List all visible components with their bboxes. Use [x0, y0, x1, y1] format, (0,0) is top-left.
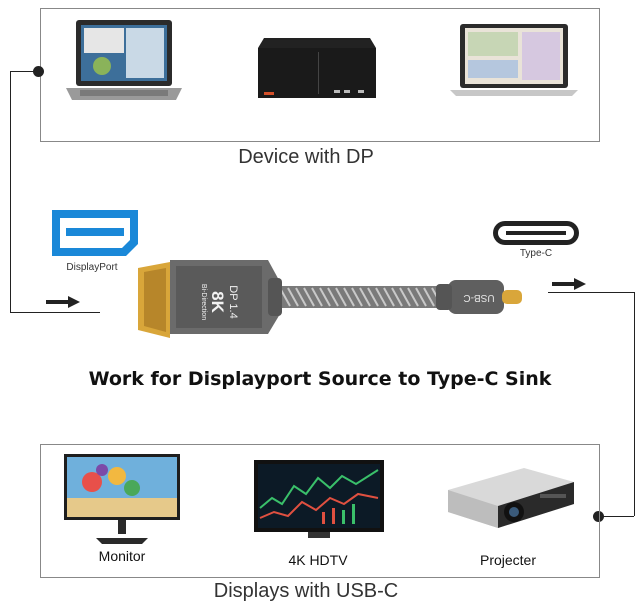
macbook-image: [450, 24, 578, 96]
right-connector-line: [600, 516, 634, 517]
right-connector-dot: [593, 511, 604, 522]
laptop-image: [66, 20, 182, 100]
displayport-icon: [52, 210, 138, 256]
dp-housing-text: DP 1.4 8K Bi-Direction: [190, 272, 250, 332]
type-c-icon: [493, 221, 579, 245]
projector-image: [448, 468, 574, 528]
desktop-pc-image: [258, 38, 376, 98]
hdtv-image: [254, 460, 384, 538]
headline-text: Work for Displayport Source to Type-C Si…: [88, 368, 552, 390]
sink-caption: Displays with USB-C: [213, 580, 399, 602]
left-connector-line: [10, 71, 38, 72]
source-caption: Device with DP: [238, 146, 374, 168]
left-connector-dot: [33, 66, 44, 77]
arrow-right-icon: [46, 296, 80, 308]
monitor-label: Monitor: [98, 548, 146, 564]
hdtv-label: 4K HDTV: [288, 552, 348, 568]
left-connector-vertical: [10, 71, 11, 313]
dp-bidirection-text: Bi-Direction: [200, 283, 208, 321]
left-connector-bottom-line: [10, 312, 100, 313]
displayport-label: DisplayPort: [66, 262, 118, 273]
right-connector-top-line: [548, 292, 634, 293]
projector-label: Projecter: [479, 552, 537, 568]
arrow-right-icon-2: [552, 278, 586, 290]
sink-displays-frame: [40, 444, 600, 578]
monitor-image: [64, 454, 180, 544]
dp-to-usbc-cable-image: [138, 260, 522, 338]
type-c-label: Type-C: [519, 248, 553, 259]
dp-version-text: DP 1.4: [227, 285, 240, 319]
dp-resolution-text: 8K: [208, 291, 228, 313]
usbc-housing-text: USB-C: [463, 292, 495, 303]
right-connector-vertical: [634, 292, 635, 516]
